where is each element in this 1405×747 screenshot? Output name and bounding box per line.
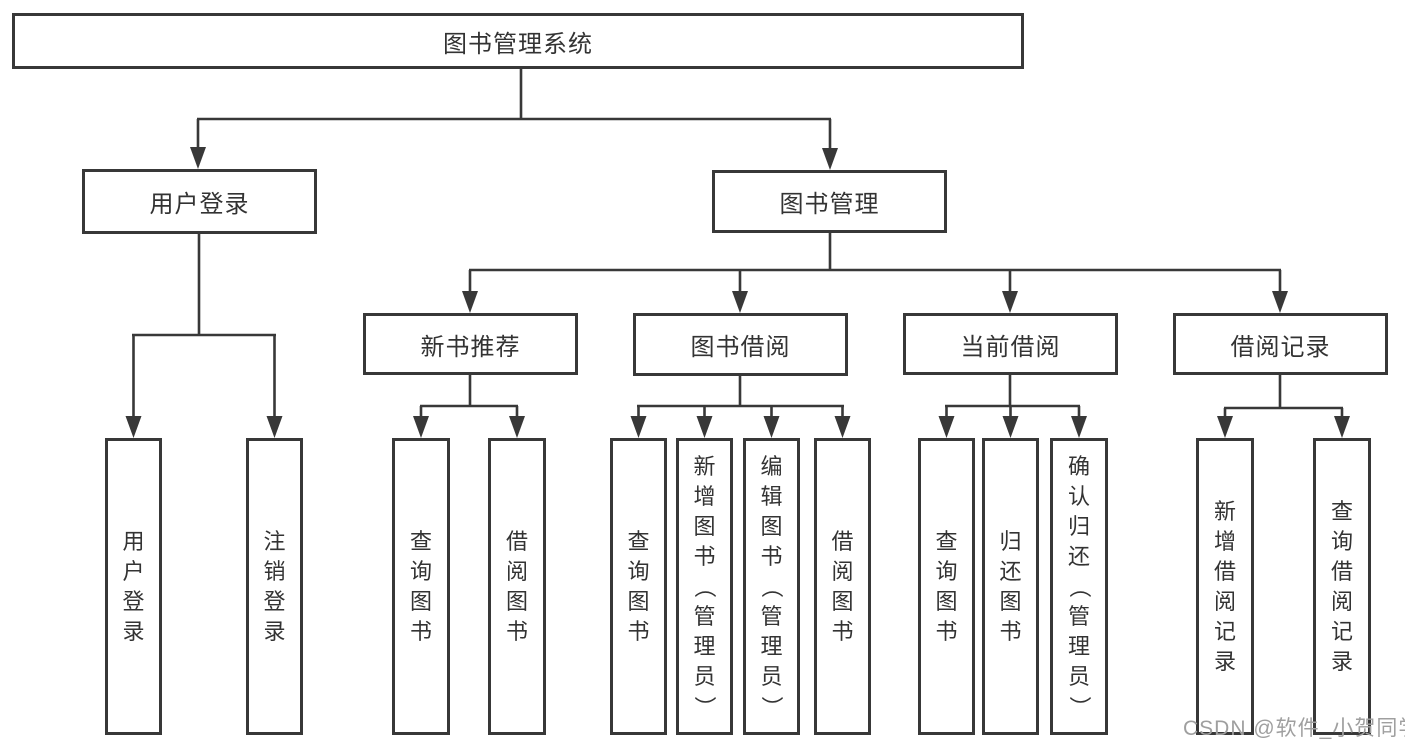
leaf-add-book-admin: 新增图书（管理员） [676,438,733,735]
leaf-query-books-borrowing: 查询图书 [610,438,667,735]
leaf-query-books-recommend: 查询图书 [392,438,450,735]
leaf-borrow-books-recommend: 借阅图书 [488,438,546,735]
leaf-query-borrow-record: 查询借阅记录 [1313,438,1371,735]
csdn-watermark: CSDN @软件_小贺同学 [1183,717,1405,740]
leaf-return-book: 归还图书 [982,438,1039,735]
leaf-confirm-return-admin: 确认归还（管理员） [1050,438,1108,735]
node-book-borrowing: 图书借阅 [633,313,848,376]
leaf-user-login: 用户登录 [105,438,162,735]
leaf-query-books-current: 查询图书 [918,438,975,735]
node-borrow-records-label: 借阅记录 [1230,333,1331,361]
node-root: 图书管理系统 [12,13,1024,69]
leaf-logout: 注销登录 [246,438,303,735]
leaf-add-borrow-record: 新增借阅记录 [1196,438,1254,735]
leaf-edit-book-admin: 编辑图书（管理员） [743,438,800,735]
node-root-label: 图书管理系统 [443,30,593,58]
node-book-management-label: 图书管理 [779,191,880,218]
node-user-login-label: 用户登录 [149,191,250,218]
node-current-borrowing-label: 当前借阅 [960,333,1061,361]
node-new-book-recommend-label: 新书推荐 [420,333,521,361]
node-current-borrowing: 当前借阅 [903,313,1118,375]
node-book-management: 图书管理 [712,170,947,233]
node-borrow-records: 借阅记录 [1173,313,1388,375]
node-new-book-recommend: 新书推荐 [363,313,578,375]
leaf-borrow-book: 借阅图书 [814,438,871,735]
node-user-login: 用户登录 [82,169,317,234]
node-book-borrowing-label: 图书借阅 [690,334,791,361]
